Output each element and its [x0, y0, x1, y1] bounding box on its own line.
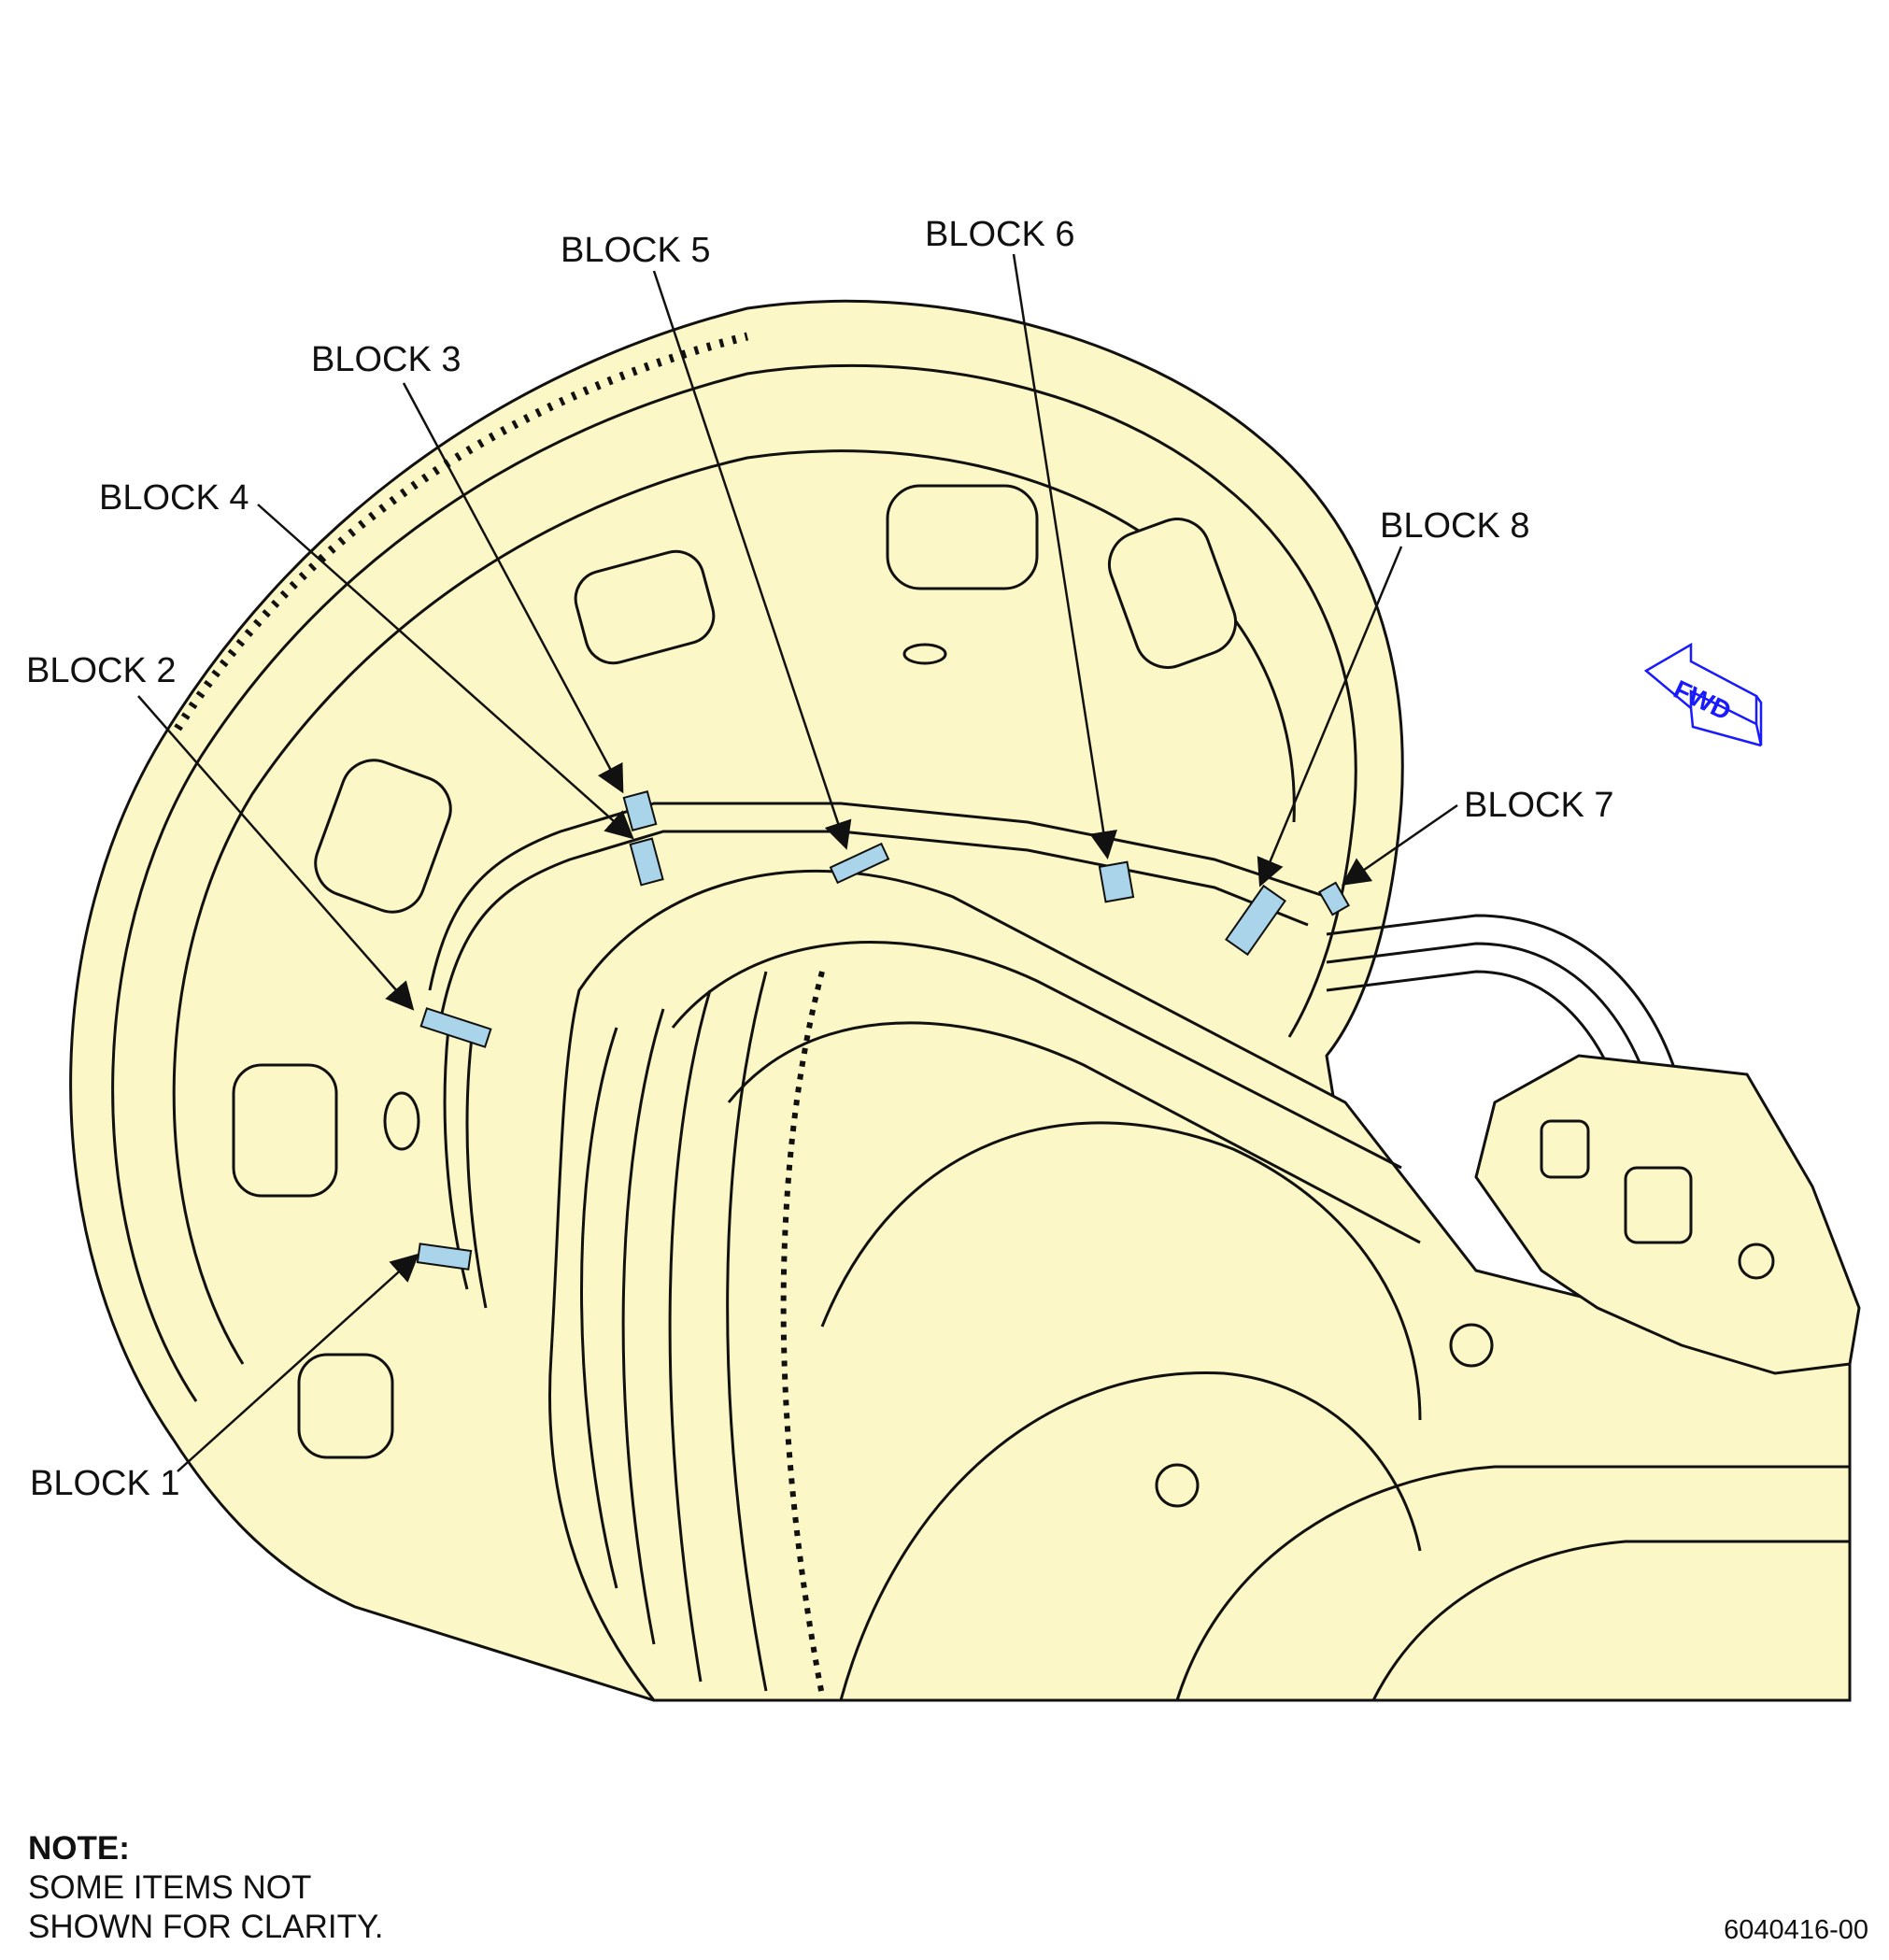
callout-block-6: BLOCK 6: [925, 215, 1075, 254]
note-title: NOTE:: [28, 1830, 130, 1867]
block-7-clamp: [1317, 881, 1351, 916]
flange-cutouts: [232, 484, 1237, 1459]
note-line-1: SOME ITEMS NOT: [28, 1869, 312, 1906]
block-2-clamp: [419, 1007, 492, 1048]
block-5-clamp: [829, 842, 890, 885]
engine-core: [547, 869, 1852, 1702]
leader-block-8: [1257, 546, 1403, 888]
callout-block-2: BLOCK 2: [26, 651, 177, 690]
block-8-clamp: [1225, 884, 1286, 957]
leader-block-5: [652, 270, 852, 850]
callout-block-7: BLOCK 7: [1464, 786, 1614, 825]
leader-lines: [137, 253, 1458, 1472]
fwd-arrow-icon: FWD: [1643, 642, 1763, 747]
block-4-clamp: [629, 837, 664, 887]
callout-block-3: BLOCK 3: [311, 340, 462, 379]
note-line-2: SHOWN FOR CLARITY.: [28, 1909, 384, 1945]
block-1-clamp: [416, 1243, 473, 1271]
leader-block-1: [177, 1253, 419, 1472]
figure-number: 6040416-00: [1724, 1915, 1868, 1945]
callout-block-5: BLOCK 5: [561, 231, 711, 270]
note-block: NOTE: SOME ITEMS NOT SHOWN FOR CLARITY.: [28, 1829, 384, 1947]
block-6-clamp: [1098, 860, 1135, 903]
leader-block-4: [257, 504, 634, 840]
leader-block-7: [1341, 803, 1458, 886]
callout-block-1: BLOCK 1: [30, 1464, 180, 1503]
leader-block-3: [402, 382, 624, 794]
leader-block-2: [137, 695, 415, 1011]
leader-block-6: [1012, 253, 1117, 859]
callout-block-8: BLOCK 8: [1380, 506, 1530, 546]
callout-labels: BLOCK 1 BLOCK 2 BLOCK 3 BLOCK 4 BLOCK 5 …: [26, 215, 1614, 1503]
accessory-unit: [1474, 1054, 1861, 1375]
callout-block-4: BLOCK 4: [99, 478, 249, 518]
